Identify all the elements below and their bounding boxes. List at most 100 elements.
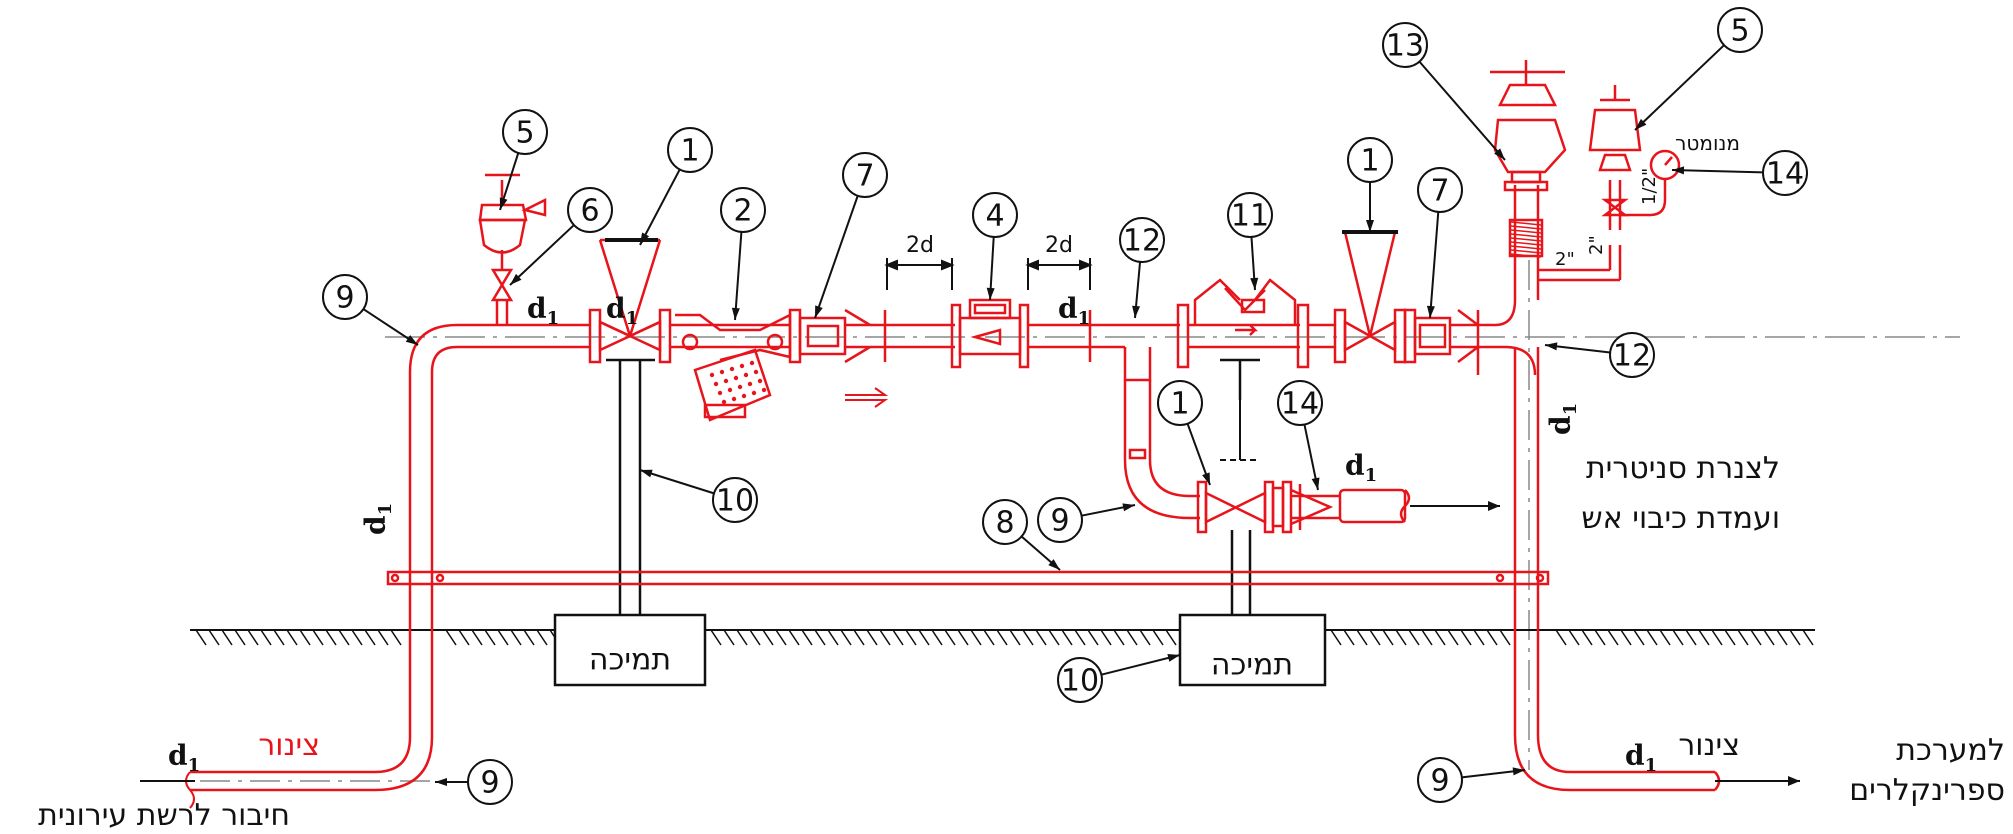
callout-c8: 8 — [982, 499, 1028, 545]
leader-c14a — [1671, 169, 1764, 174]
backflow-preventer-11 — [1176, 278, 1310, 369]
callout-number: 14 — [1766, 157, 1804, 192]
leader-arrowhead-c1c — [1202, 472, 1210, 485]
callout-c11: 11 — [1227, 192, 1273, 238]
callout-number: 1 — [1360, 144, 1379, 179]
leader-arrowhead-c7a — [815, 305, 823, 318]
support-block-2 — [1178, 613, 1327, 687]
strainer-2 — [670, 312, 792, 422]
gate-valve-1b — [1308, 231, 1407, 364]
callout-number: 9 — [480, 766, 499, 801]
leader-arrowhead-c13 — [1494, 148, 1505, 160]
d1-label: d1 — [1058, 292, 1090, 329]
sprinkler-label-line1: למערכת — [1896, 733, 2005, 768]
callout-c14b: 14 — [1277, 380, 1323, 426]
leader-arrowhead-c2 — [731, 307, 740, 320]
leader-lines — [362, 44, 1764, 786]
leader-arrowhead-c6 — [510, 273, 522, 285]
d1-label: d1 — [168, 739, 200, 776]
leader-arrowhead-c5a — [499, 197, 508, 210]
piping-label-left: צינור — [258, 728, 320, 763]
piping-label-right: צינור — [1678, 728, 1740, 763]
support-label-1: תמיכה — [589, 643, 671, 678]
post-meter-pipe — [1028, 310, 1180, 362]
sanitary-label-line2: ועמדת כיבוי אש — [1581, 501, 1780, 536]
leader-arrowhead-c9b — [1122, 503, 1135, 512]
callout-number: 9 — [335, 281, 354, 316]
callout-number: 14 — [1281, 387, 1319, 422]
callout-c1b: 1 — [1347, 137, 1393, 183]
callout-c7a: 7 — [842, 152, 888, 198]
leader-arrowhead-c1a — [640, 232, 650, 245]
water-meter-4 — [950, 298, 1030, 369]
manometer-branch — [1538, 85, 1681, 282]
city-connection-label: חיבור לרשת עירונית — [38, 798, 290, 833]
callout-number: 6 — [580, 194, 599, 229]
leader-arrowhead-c14b — [1311, 477, 1320, 490]
check-valve-7b — [1403, 308, 1480, 375]
callout-c12b: 12 — [1609, 332, 1655, 378]
callout-number: 2 — [733, 194, 752, 229]
leader-c10a — [639, 469, 715, 495]
d1-label: d1 — [359, 503, 396, 535]
leader-arrowhead-c12a — [1132, 305, 1141, 318]
callout-c9a: 9 — [322, 274, 368, 320]
dim-2d-right-text: 2d — [1045, 233, 1073, 258]
support-post-1 — [606, 358, 655, 620]
check-valve-7a — [788, 308, 887, 364]
sprinkler-arrowhead — [1788, 776, 1800, 786]
leader-arrowhead-c4 — [986, 287, 995, 300]
half-inch-label: 1/2" — [1639, 168, 1660, 205]
leader-c1a — [639, 169, 681, 246]
callout-c9b: 9 — [1037, 497, 1083, 543]
callout-number: 10 — [716, 484, 754, 519]
dimension-2d-left — [884, 258, 955, 290]
callout-number: 1 — [680, 134, 699, 169]
callout-number: 9 — [1430, 764, 1449, 799]
leader-arrowhead-c12b — [1545, 342, 1558, 351]
bypass-valve-stem — [1220, 400, 1260, 461]
leader-arrowhead-c9a — [405, 335, 418, 345]
callout-c2: 2 — [720, 187, 766, 233]
leader-c5b — [1634, 44, 1725, 131]
dim-2d-left-text: 2d — [906, 233, 934, 258]
inlet-break-symbol — [185, 771, 195, 809]
d1-label: d1 — [1345, 449, 1377, 486]
leader-arrowhead-c1b — [1366, 220, 1374, 232]
callout-c9d: 9 — [1417, 757, 1463, 803]
leader-arrowhead-c5b — [1635, 118, 1647, 130]
callout-c10a: 10 — [712, 477, 758, 523]
callout-number: 9 — [1050, 504, 1069, 539]
strainer-mesh — [709, 360, 767, 405]
leader-arrowhead-c7b — [1426, 305, 1435, 318]
callout-c5b: 5 — [1717, 7, 1763, 53]
callout-c7b: 7 — [1417, 167, 1463, 213]
leader-c7b — [1429, 211, 1440, 319]
two-inch-label-vertical: 2" — [1586, 235, 1607, 255]
dimension-2d-right — [1025, 258, 1093, 290]
callout-c13: 13 — [1382, 22, 1428, 68]
riser-valve-13 — [1490, 60, 1567, 258]
leader-c6 — [509, 224, 575, 286]
callout-number: 7 — [1430, 174, 1449, 209]
callout-c14a: 14 — [1762, 150, 1808, 196]
bypass-pipe — [1123, 347, 1200, 520]
d1-label: d1 — [527, 292, 559, 329]
sanitary-outlet-pipe — [1338, 488, 1411, 524]
callout-number: 5 — [515, 116, 534, 151]
meter-pipe — [885, 323, 955, 349]
two-inch-label: 2" — [1555, 249, 1575, 270]
callout-number: 11 — [1231, 199, 1269, 234]
ground-line — [190, 629, 1815, 646]
callout-number: 13 — [1386, 29, 1424, 64]
leader-c7a — [814, 195, 859, 319]
callout-number: 10 — [1061, 664, 1099, 699]
callout-c4: 4 — [972, 192, 1018, 238]
d1-label: d1 — [1625, 739, 1657, 776]
support-block-1 — [553, 613, 707, 687]
callout-c5a: 5 — [502, 109, 548, 155]
leader-arrowhead-c8 — [1048, 559, 1060, 570]
